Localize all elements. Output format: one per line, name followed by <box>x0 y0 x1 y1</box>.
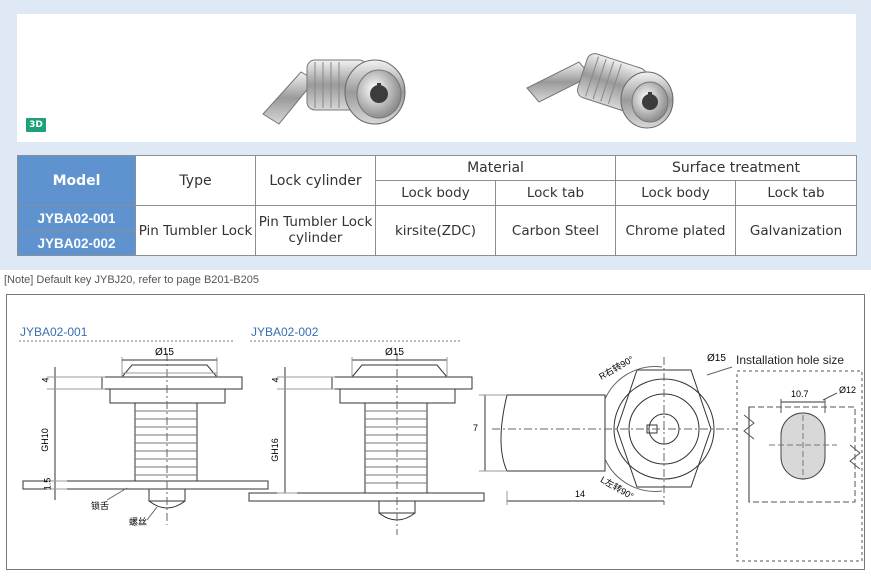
dim-14: 14 <box>575 489 586 499</box>
label-lock-tab: 锁舌 <box>91 501 110 511</box>
dim-dia15-front: Ø15 <box>707 353 726 364</box>
header-type: Type <box>135 155 256 206</box>
technical-drawing: JYBA02-001 JYBA02-002 Installation hole … <box>6 294 865 570</box>
dim-dia15-left: Ø15 <box>155 347 174 358</box>
model-cell: JYBA02-001 <box>17 205 136 231</box>
material-tab-cell: Carbon Steel <box>495 205 616 256</box>
lock-photo-front <box>262 59 406 125</box>
label-screw: 螺丝 <box>129 517 148 527</box>
dim-gh16: GH16 <box>269 438 280 462</box>
dim-gh10: GH10 <box>39 428 50 452</box>
header-lock-cylinder: Lock cylinder <box>255 155 376 206</box>
surface-tab-cell: Galvanization <box>735 205 857 256</box>
model-cell: JYBA02-002 <box>17 230 136 256</box>
note-text: [Note] Default key JYBJ20, refer to page… <box>4 274 259 286</box>
header-material: Material <box>375 155 616 181</box>
dim-4-mid: 4 <box>270 377 281 383</box>
3d-badge[interactable]: 3D <box>26 118 46 132</box>
header-surface-lock-body: Lock body <box>615 180 736 206</box>
dim-dia15-mid: Ø15 <box>385 347 404 358</box>
dim-7: 7 <box>473 423 479 433</box>
header-material-lock-tab: Lock tab <box>495 180 616 206</box>
product-photo-area: 3D <box>17 14 856 142</box>
drawing-title-left: JYBA02-001 <box>20 325 88 339</box>
material-body-cell: kirsite(ZDC) <box>375 205 496 256</box>
drawing-title-mid: JYBA02-002 <box>251 325 319 339</box>
surface-body-cell: Chrome plated <box>615 205 736 256</box>
lock-photo-angle <box>526 53 674 129</box>
header-material-lock-body: Lock body <box>375 180 496 206</box>
dim-1-5: 1.5 <box>42 477 53 491</box>
lock-cylinder-cell: Pin Tumbler Lock cylinder <box>255 205 376 256</box>
dim-10-7: 10.7 <box>791 389 809 399</box>
install-hole-title: Installation hole size <box>736 353 845 367</box>
drawing-canvas <box>19 340 863 562</box>
header-model: Model <box>17 155 136 206</box>
dim-dia12: Ø12 <box>839 385 857 395</box>
dim-4-left: 4 <box>40 377 51 383</box>
header-surface-lock-tab: Lock tab <box>735 180 857 206</box>
header-surface-treatment: Surface treatment <box>615 155 857 181</box>
spec-table: Model Type Lock cylinder Material Surfac… <box>17 155 857 256</box>
type-cell: Pin Tumbler Lock <box>135 205 256 256</box>
